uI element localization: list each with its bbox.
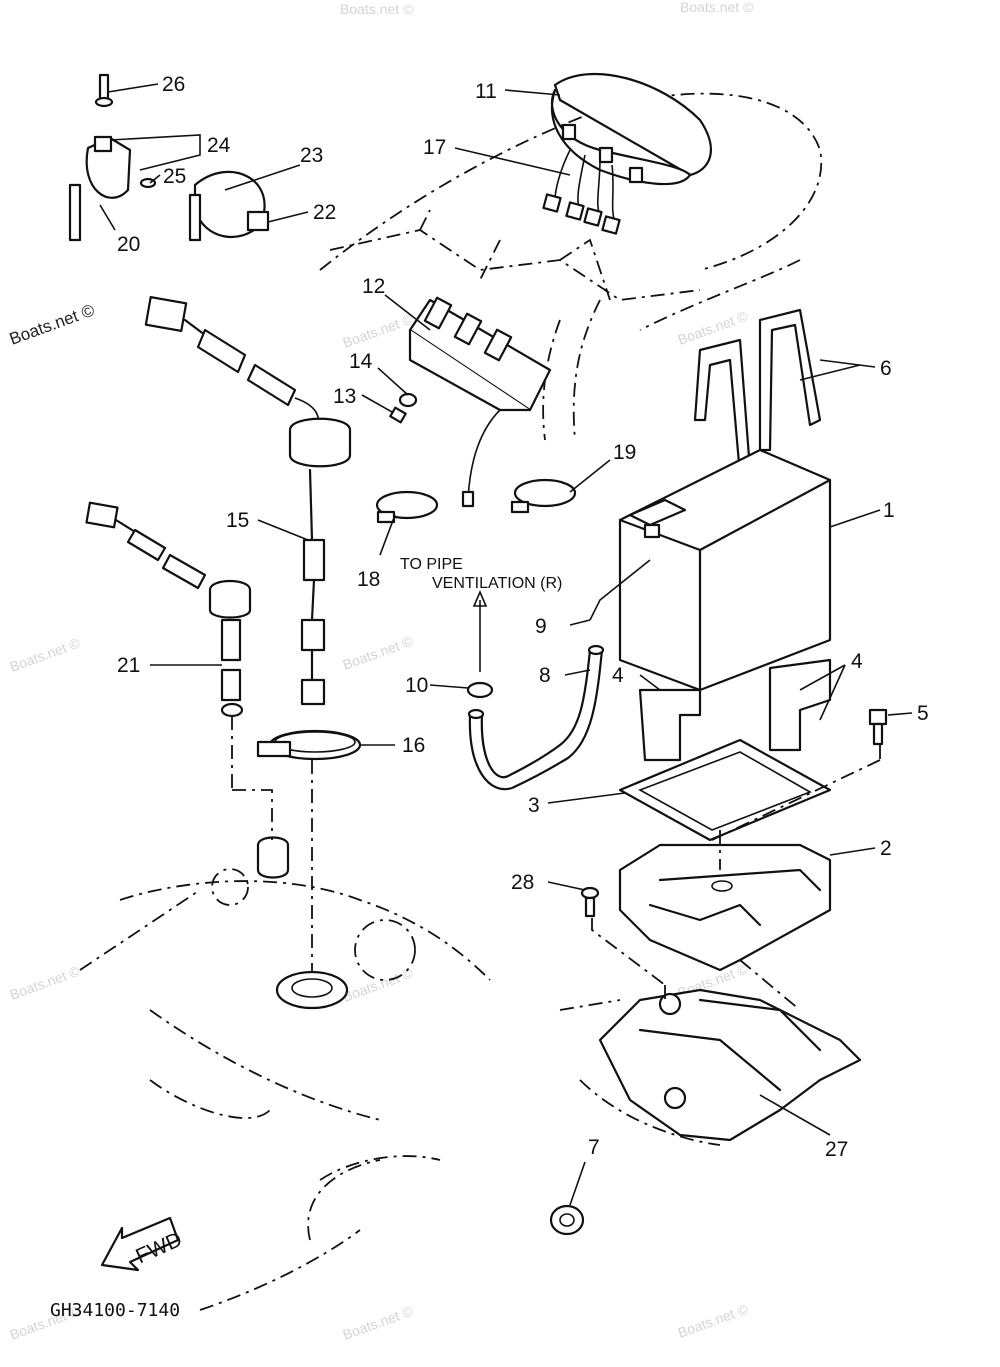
watermark: Boats.net ©	[8, 962, 83, 1002]
callout-11: 11	[475, 80, 497, 103]
wire-connectors	[542, 149, 621, 235]
deck-grommets	[256, 836, 349, 1010]
callout-16: 16	[402, 734, 425, 757]
callout-19: 19	[613, 441, 636, 464]
watermark: Boats.net ©	[341, 964, 416, 1004]
meter-housing	[550, 72, 712, 186]
callout-15: 15	[226, 509, 249, 532]
callout-4: 4	[851, 650, 863, 673]
watermark: Boats.net ©	[8, 634, 83, 674]
callout-1: 1	[883, 499, 895, 522]
watermark-dark: Boats.net ©	[7, 300, 98, 348]
callout-8: 8	[539, 664, 551, 687]
junction-box	[408, 296, 552, 508]
second-lead	[85, 501, 252, 718]
callout-12: 12	[362, 275, 385, 298]
watermark: Boats.net ©	[680, 0, 754, 15]
callout-18: 18	[357, 568, 380, 591]
callout-7: 7	[588, 1136, 600, 1159]
watermark: Boats.net ©	[341, 1302, 416, 1342]
callout-13: 13	[333, 385, 356, 408]
note-line-1: TO PIPE	[400, 556, 463, 573]
large-clamp	[256, 729, 362, 761]
nut-and-washer	[389, 392, 418, 424]
fwd-arrow: FWD	[100, 1216, 185, 1272]
callout-9: 9	[535, 615, 547, 638]
battery-box	[618, 843, 832, 972]
drawing-code: GH34100-7140	[50, 1300, 180, 1321]
callout-24: 24	[207, 134, 231, 157]
watermark: Boats.net ©	[676, 1300, 751, 1340]
callout-26: 26	[162, 73, 185, 96]
callout-3: 3	[528, 794, 540, 817]
callout-6: 6	[880, 357, 892, 380]
leader-lines	[99, 83, 913, 1206]
watermark: Boats.net ©	[340, 1, 414, 17]
callout-4: 4	[612, 664, 624, 687]
callout-27: 27	[825, 1138, 848, 1161]
battery-straps	[693, 308, 822, 477]
watermark: Boats.net ©	[341, 632, 416, 672]
callout-labels: 26 24 25 20 23 22 11 17 12 14 13 6 15 19…	[117, 73, 929, 1161]
callout-21: 21	[117, 654, 140, 677]
callout-14: 14	[349, 350, 373, 373]
callout-28: 28	[511, 871, 534, 894]
vent-hose	[466, 589, 605, 791]
callout-25: 25	[163, 165, 186, 188]
watermark: Boats.net ©	[341, 310, 416, 350]
note-line-2: VENTILATION (R)	[432, 575, 562, 592]
mounting-bracket	[598, 988, 862, 1142]
hose-clamps	[375, 478, 577, 524]
tray-gasket	[618, 738, 832, 842]
callout-5: 5	[917, 702, 929, 725]
callout-10: 10	[405, 674, 428, 697]
callout-23: 23	[300, 144, 323, 167]
callout-2: 2	[880, 837, 892, 860]
callout-17: 17	[423, 136, 446, 159]
battery	[618, 448, 832, 692]
callout-20: 20	[117, 233, 140, 256]
sensor-lead	[144, 295, 352, 706]
grommet	[549, 1204, 585, 1236]
clamp-assembly-left	[68, 73, 270, 242]
callout-22: 22	[313, 201, 336, 224]
bolts	[580, 708, 888, 918]
